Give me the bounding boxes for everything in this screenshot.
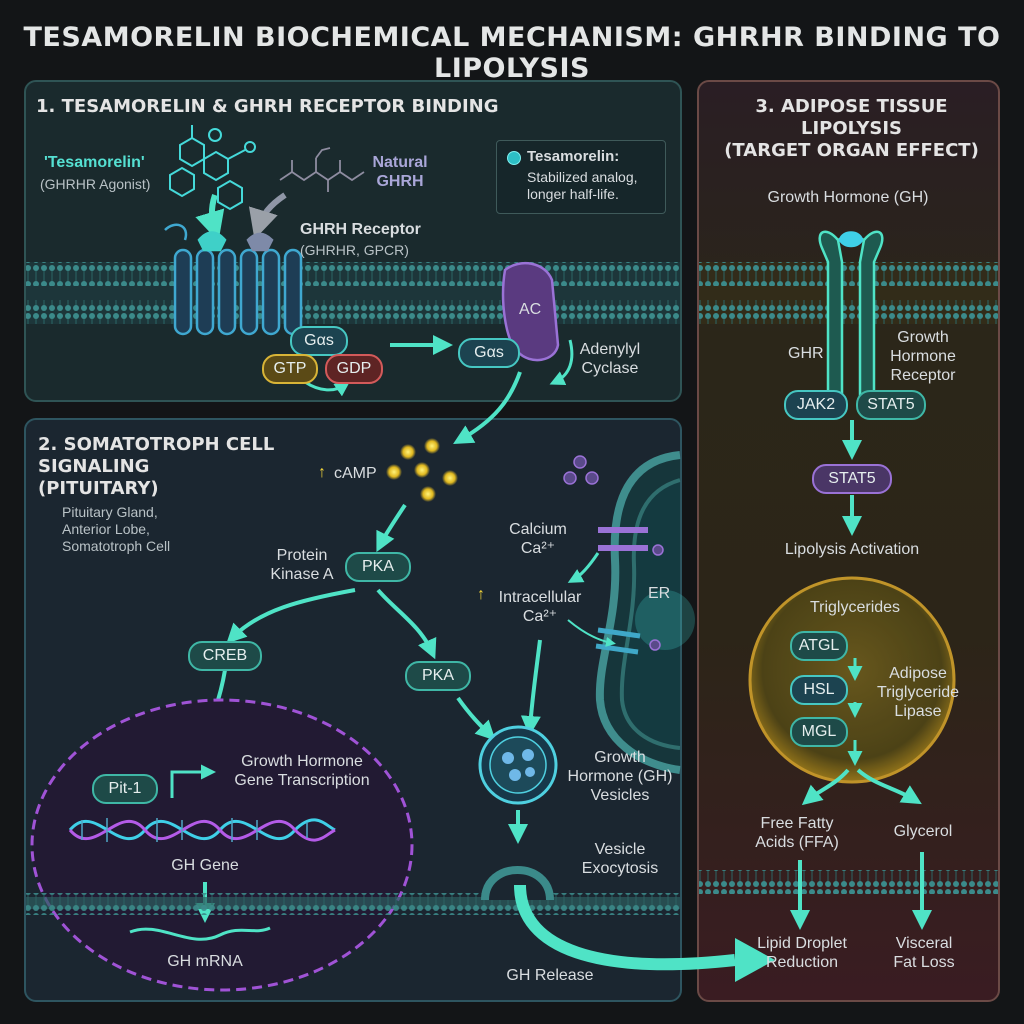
camp-up-arrow: ↑: [318, 464, 326, 481]
ghrh-receptor-sub: (GHRHR, GPCR): [300, 242, 409, 258]
lipid-droplet-reduction-label: Lipid Droplet Reduction: [757, 935, 847, 971]
panel1-title: 1. TESAMORELIN & GHRH RECEPTOR BINDING: [36, 96, 499, 117]
gas-protein-2: Gαs: [458, 338, 520, 368]
intracellular-up-arrow: ↑: [477, 586, 485, 603]
panel2-title: 2. SOMATOTROPH CELL SIGNALING (PITUITARY…: [38, 434, 275, 499]
gdp-pill: GDP: [325, 354, 383, 384]
ffa-label: Free Fatty Acids (FFA): [755, 815, 839, 851]
ghr-full-label: Growth Hormone Receptor: [890, 329, 956, 384]
pka-pill-2: PKA: [405, 661, 471, 691]
ghr-label: GHR: [788, 345, 824, 362]
gh-release-label: GH Release: [506, 967, 594, 984]
stat5-pill-2: STAT5: [812, 464, 892, 494]
hsl-pill: HSL: [790, 675, 848, 705]
protein-kinase-label: Protein Kinase A: [270, 547, 334, 583]
tesamorelin-sub: (GHRHR Agonist): [40, 176, 151, 192]
ghrh-receptor-label: GHRH Receptor: [300, 221, 421, 238]
pit1-pill: Pit-1: [92, 774, 158, 804]
natural-ghrh-label: Natural GHRH: [372, 154, 428, 190]
jak2-pill: JAK2: [784, 390, 848, 420]
camp-label: cAMP: [334, 465, 377, 482]
stat5-pill-1: STAT5: [856, 390, 926, 420]
gtp-pill: GTP: [262, 354, 318, 384]
visceral-fat-loss-label: Visceral Fat Loss: [893, 935, 955, 971]
info-body: Stabilized analog, longer half-life.: [527, 169, 638, 202]
er-label: ER: [648, 585, 671, 602]
info-box: Tesamorelin: Stabilized analog, longer h…: [496, 140, 666, 214]
mgl-pill: MGL: [790, 717, 848, 747]
intracellular-calcium-label: Intracellular Ca²⁺: [498, 589, 582, 625]
info-title: Tesamorelin:: [527, 148, 620, 165]
gh-gene-label: GH Gene: [171, 857, 239, 874]
glycerol-label: Glycerol: [893, 823, 953, 840]
tesamorelin-label: 'Tesamorelin': [44, 154, 145, 171]
lipolysis-activation-label: Lipolysis Activation: [784, 541, 920, 558]
gh-transcription-label: Growth Hormone Gene Transcription: [234, 753, 370, 789]
atgl-full-label: Adipose Triglyceride Lipase: [876, 665, 960, 720]
info-bullet-icon: [507, 151, 521, 165]
panel3-title: 3. ADIPOSE TISSUE LIPOLYSIS (TARGET ORGA…: [724, 96, 979, 161]
atgl-pill: ATGL: [790, 631, 848, 661]
gh-vesicles-label: Growth Hormone (GH) Vesicles: [567, 749, 673, 804]
panel2-subtitle: Pituitary Gland, Anterior Lobe, Somatotr…: [62, 504, 171, 554]
gh-mrna-label: GH mRNA: [167, 953, 243, 970]
vesicle-exocytosis-label: Vesicle Exocytosis: [581, 841, 659, 877]
ac-label: AC: [519, 301, 542, 318]
adenylyl-cyclase-label: Adenylyl Cyclase: [579, 341, 641, 377]
triglycerides-label: Triglycerides: [809, 599, 901, 616]
pka-pill-1: PKA: [345, 552, 411, 582]
page-title: TESAMORELIN BIOCHEMICAL MECHANISM: GHRHR…: [23, 22, 1001, 84]
gas-protein-1: Gαs: [290, 326, 348, 356]
creb-pill: CREB: [188, 641, 262, 671]
growth-hormone-label: Growth Hormone (GH): [767, 189, 929, 206]
calcium-label: Calcium Ca²⁺: [509, 521, 567, 557]
